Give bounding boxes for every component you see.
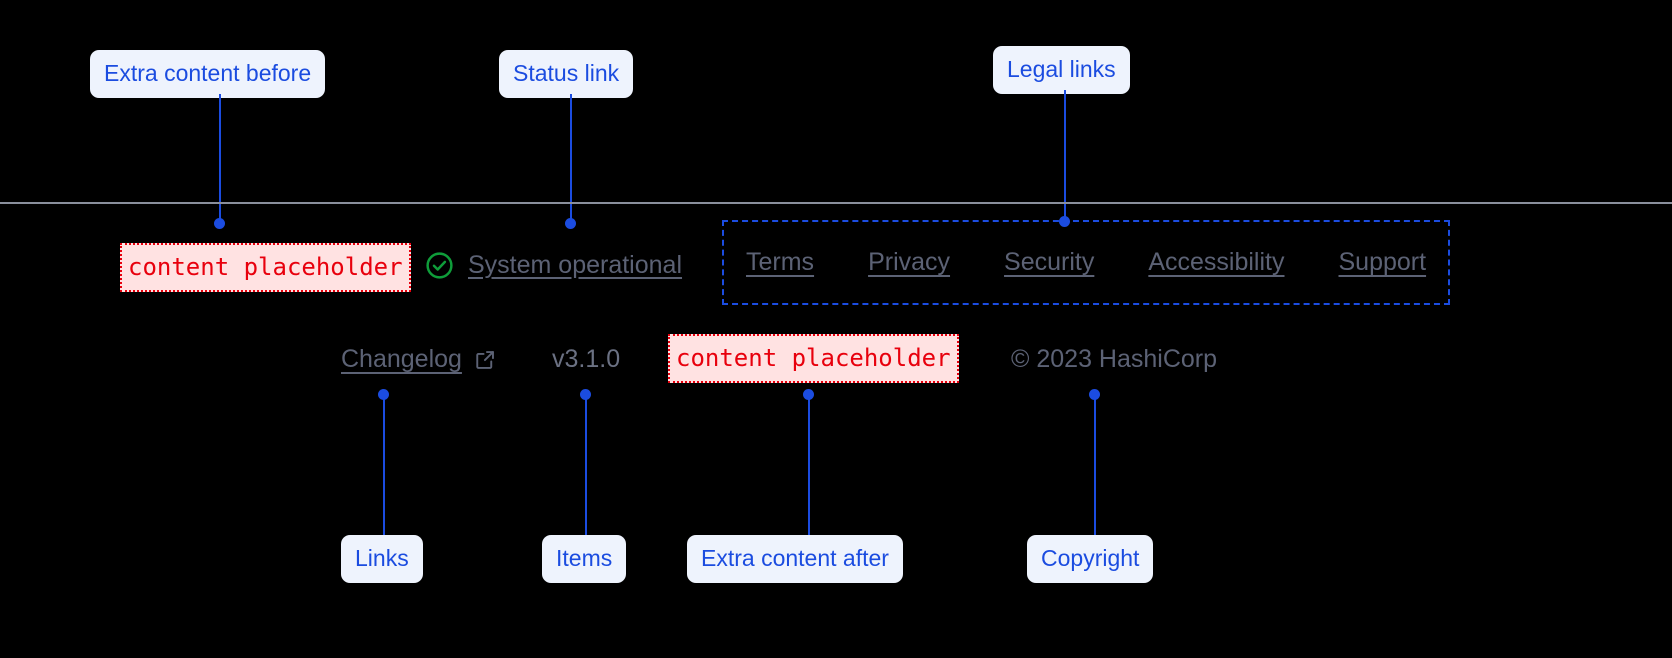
footer-top-divider bbox=[0, 202, 1672, 204]
legal-link-security[interactable]: Security bbox=[1004, 248, 1095, 276]
leader-dot-extra-content-before bbox=[214, 218, 225, 229]
leader-dot-items bbox=[580, 389, 591, 400]
changelog-link[interactable]: Changelog bbox=[341, 345, 497, 374]
check-circle-icon bbox=[424, 250, 455, 281]
leader-dot-links bbox=[378, 389, 389, 400]
callout-status-link: Status link bbox=[499, 50, 634, 98]
copyright-text: © 2023 HashiCorp bbox=[1011, 345, 1218, 373]
leader-line-extra-content-after bbox=[808, 395, 810, 535]
status-link[interactable]: System operational bbox=[424, 250, 682, 281]
callout-items: Items bbox=[542, 535, 627, 583]
changelog-label: Changelog bbox=[341, 345, 462, 373]
legal-link-privacy[interactable]: Privacy bbox=[868, 248, 951, 276]
content-placeholder-before: content placeholder bbox=[120, 243, 411, 292]
content-placeholder-after: content placeholder bbox=[668, 334, 959, 383]
leader-line-items bbox=[585, 395, 587, 535]
callout-extra-content-after: Extra content after bbox=[687, 535, 903, 583]
status-link-label: System operational bbox=[468, 251, 683, 279]
leader-dot-status-link bbox=[565, 218, 576, 229]
leader-dot-extra-content-after bbox=[803, 389, 814, 400]
callout-extra-content-before: Extra content before bbox=[90, 50, 326, 98]
callout-links: Links bbox=[341, 535, 423, 583]
leader-dot-copyright bbox=[1089, 389, 1100, 400]
legal-link-terms[interactable]: Terms bbox=[746, 248, 815, 276]
callout-copyright: Copyright bbox=[1027, 535, 1154, 583]
external-link-icon bbox=[474, 348, 497, 371]
leader-line-links bbox=[383, 395, 385, 535]
leader-line-extra-content-before bbox=[219, 94, 221, 224]
leader-line-status-link bbox=[570, 94, 572, 224]
legal-link-support[interactable]: Support bbox=[1338, 248, 1427, 276]
leader-line-copyright bbox=[1094, 395, 1096, 535]
callout-legal-links: Legal links bbox=[993, 46, 1130, 94]
leader-line-legal-links bbox=[1064, 90, 1066, 222]
legal-links-group: Terms Privacy Security Accessibility Sup… bbox=[722, 220, 1451, 305]
legal-link-accessibility[interactable]: Accessibility bbox=[1148, 248, 1285, 276]
version-label: v3.1.0 bbox=[552, 345, 621, 373]
